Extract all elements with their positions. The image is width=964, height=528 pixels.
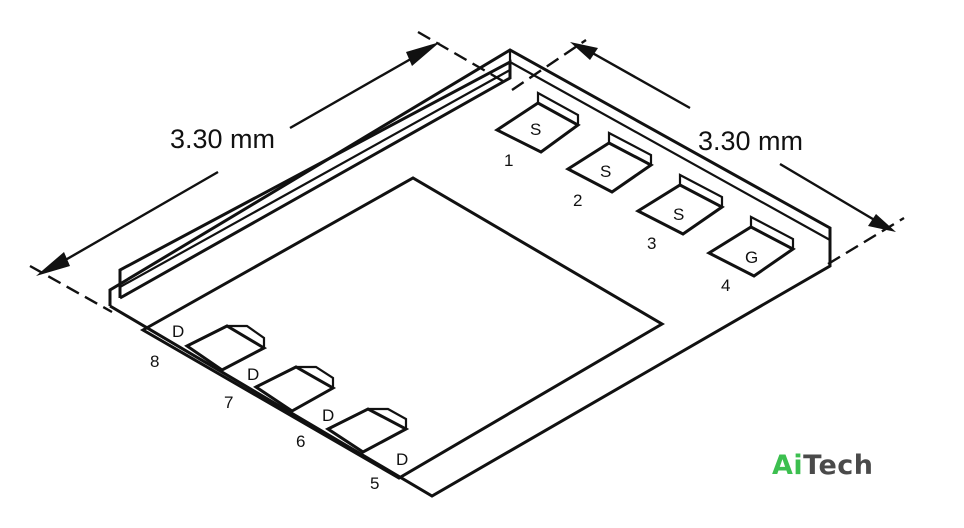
dimension-left-label: 3.30 mm <box>170 124 275 154</box>
package-body <box>108 48 832 498</box>
pad-1-function: S <box>530 120 541 139</box>
pad-3 <box>634 173 725 236</box>
pad-8-function: D <box>172 322 184 341</box>
dimension-right <box>511 39 905 266</box>
pad-2 <box>565 131 654 194</box>
pad-7-function: D <box>247 365 259 384</box>
pin-7-number: 7 <box>224 393 233 412</box>
pin-8-number: 8 <box>150 352 159 371</box>
pin-1-number: 1 <box>504 151 513 170</box>
pad-3-function: S <box>673 205 684 224</box>
pin-3-number: 3 <box>647 234 656 253</box>
pad-4 <box>705 215 796 278</box>
pad-5-function: D <box>396 450 408 469</box>
pin-4-number: 4 <box>721 276 730 295</box>
pin-5-number: 5 <box>370 474 379 493</box>
dimension-right-label: 3.30 mm <box>698 126 803 156</box>
watermark-part-ai: Ai <box>772 450 804 481</box>
pad-4-function: G <box>745 248 758 267</box>
pad-7 <box>253 365 337 413</box>
watermark-logo: AiTech <box>772 450 874 481</box>
pad-1 <box>494 91 581 154</box>
dimension-left <box>29 30 509 314</box>
pad-2-function: S <box>600 162 611 181</box>
pad-6-function: D <box>322 406 334 425</box>
pad-6 <box>324 407 410 454</box>
watermark-part-tech: Tech <box>803 450 874 481</box>
right-pads <box>494 91 796 278</box>
pin-6-number: 6 <box>296 432 305 451</box>
thermal-pad <box>139 176 665 480</box>
pad-8 <box>184 324 268 372</box>
left-pads <box>184 324 410 454</box>
pin-2-number: 2 <box>573 191 582 210</box>
